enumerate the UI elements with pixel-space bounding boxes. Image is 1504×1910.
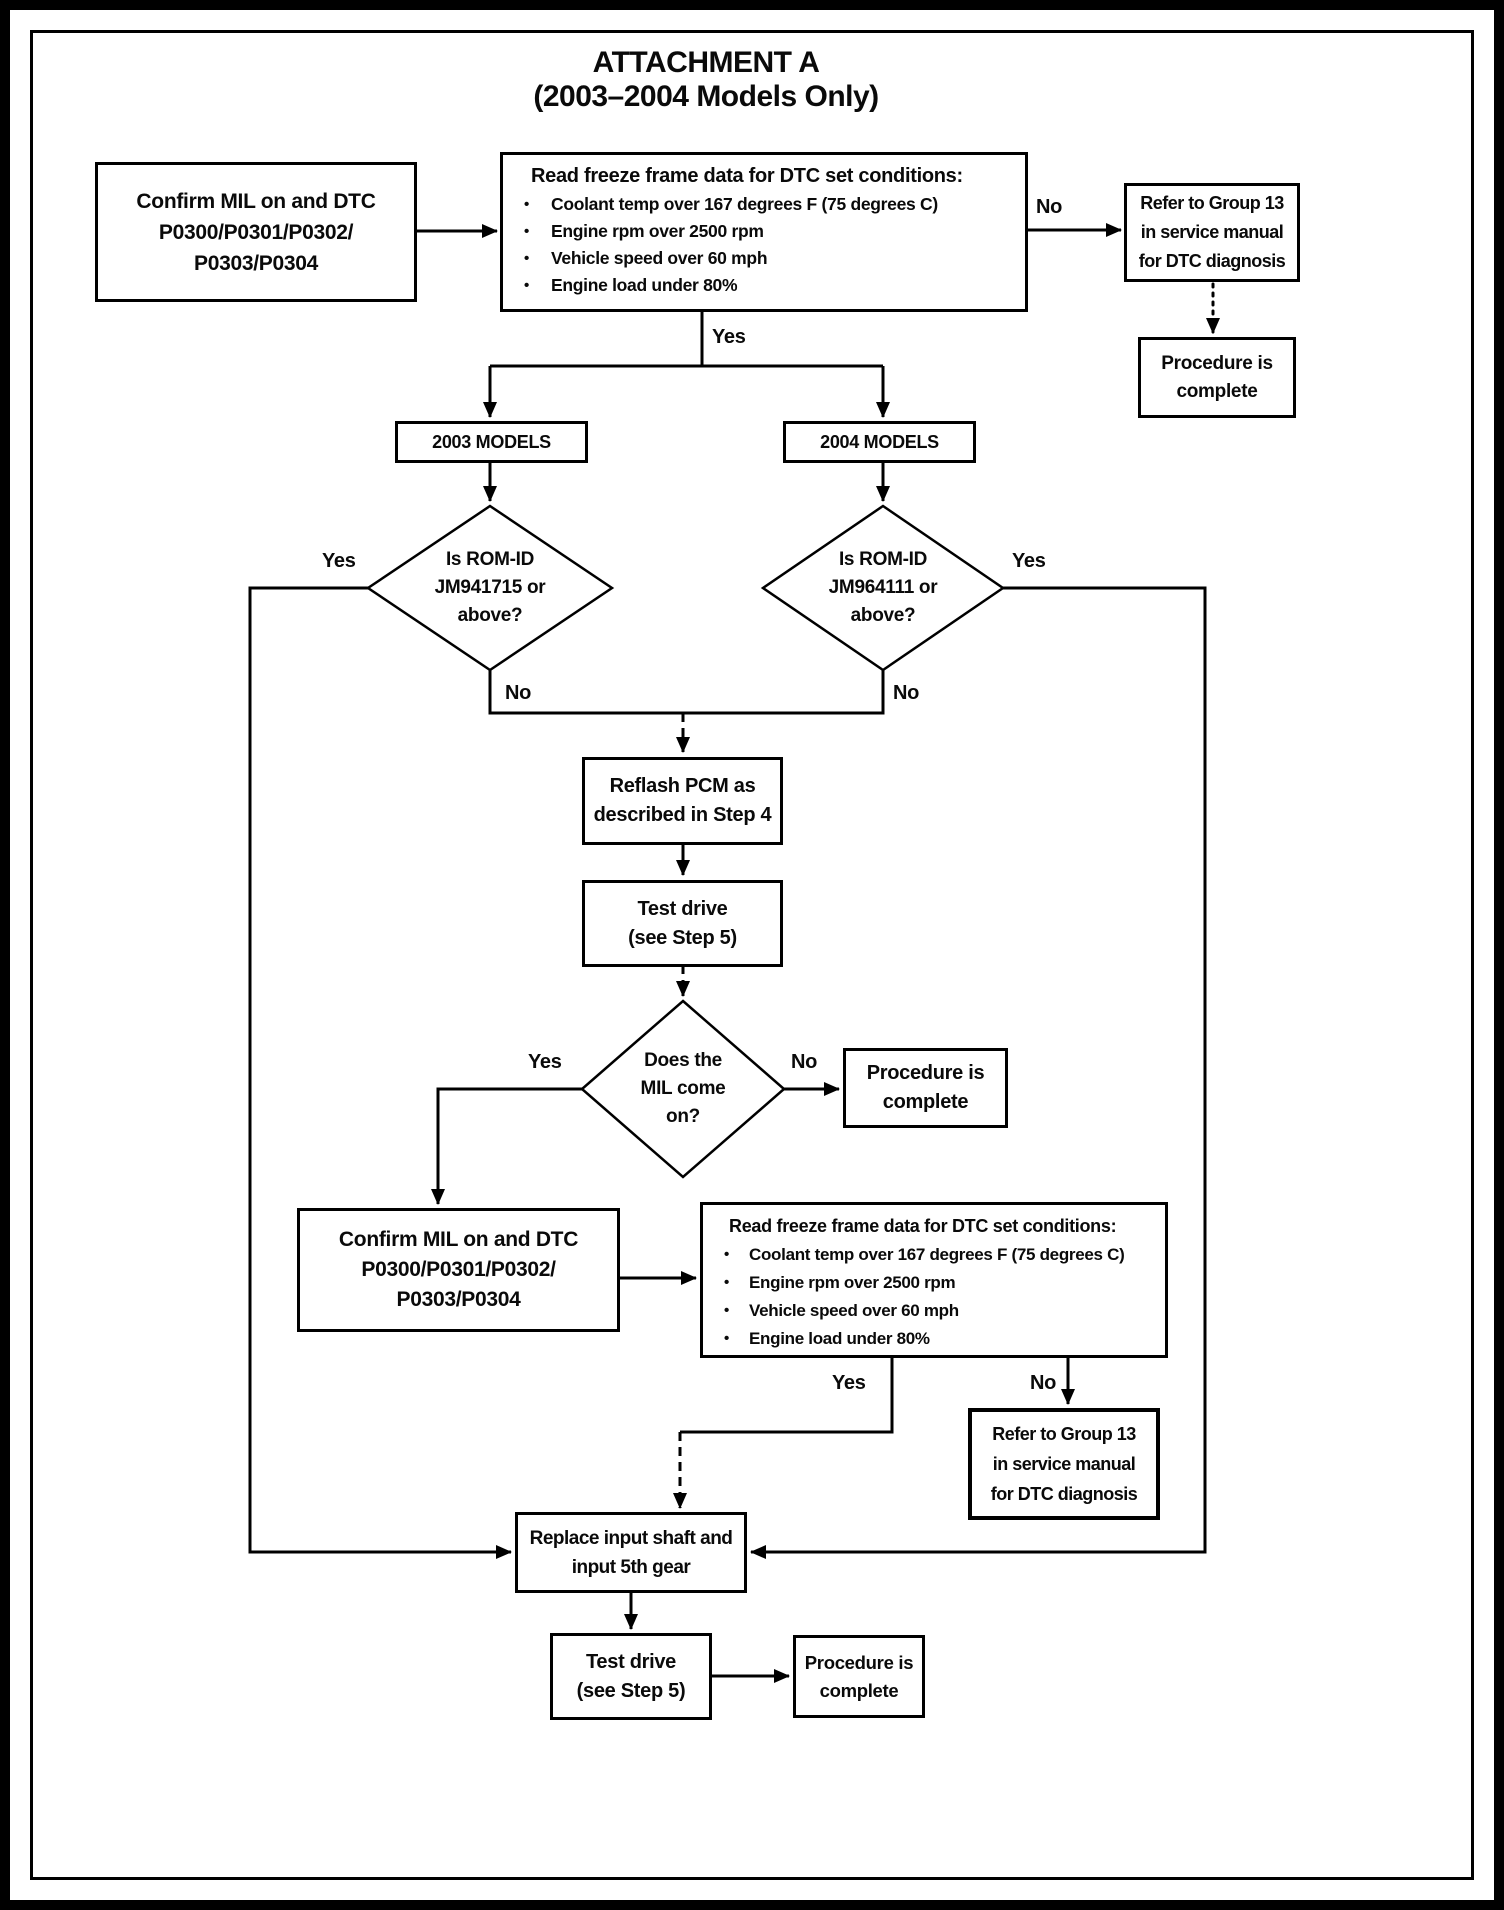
node-text: P0300/P0301/P0302/ — [158, 220, 354, 244]
node-test-drive-2: Test drive (see Step 5) — [550, 1633, 712, 1720]
node-text: (see Step 5) — [628, 926, 737, 949]
decision-mil-come-on: Does the MIL come on? — [593, 1047, 773, 1131]
node-text: P0300/P0301/P0302/ — [361, 1258, 556, 1281]
bullet-icon: • — [724, 1274, 729, 1291]
node-text: Is ROM-ID — [445, 549, 535, 570]
bullet-item: • Engine load under 80% — [503, 272, 1025, 299]
node-procedure-complete-mid: Procedure is complete — [843, 1048, 1008, 1128]
node-test-drive-1: Test drive (see Step 5) — [582, 880, 783, 967]
bullet-text: Engine load under 80% — [551, 275, 738, 295]
node-text: in service manual — [992, 1454, 1136, 1474]
node-text: JM964111 or — [828, 577, 938, 598]
bullet-icon: • — [724, 1246, 729, 1263]
node-text: Test drive — [637, 897, 728, 920]
node-text: 2003 MODELS — [432, 431, 551, 452]
node-text: complete — [819, 1679, 899, 1701]
node-text: Procedure is — [804, 1651, 914, 1673]
bullet-icon: • — [524, 223, 529, 240]
bullet-text: Engine load under 80% — [749, 1329, 930, 1348]
node-procedure-complete-bottom: Procedure is complete — [793, 1635, 925, 1718]
node-text: above? — [850, 605, 916, 626]
node-2003-models: 2003 MODELS — [395, 421, 588, 463]
bullet-text: Vehicle speed over 60 mph — [551, 248, 768, 268]
edge-label-yes-romid-2004: Yes — [1012, 550, 1046, 572]
decision-romid-2004: Is ROM-ID JM964111 or above? — [783, 546, 983, 630]
bullet-icon: • — [524, 250, 529, 267]
node-text: Reflash PCM as — [609, 775, 756, 797]
bullet-icon: • — [524, 277, 529, 294]
node-reflash-pcm: Reflash PCM as described in Step 4 — [582, 757, 783, 845]
bullet-item: • Vehicle speed over 60 mph — [503, 245, 1025, 272]
bullet-item: • Coolant temp over 167 degrees F (75 de… — [503, 191, 1025, 218]
node-text: 2004 MODELS — [820, 431, 939, 452]
bullet-text: Vehicle speed over 60 mph — [749, 1301, 959, 1320]
bullet-item: • Engine rpm over 2500 rpm — [703, 1269, 1165, 1297]
node-refer-group13-2: Refer to Group 13 in service manual for … — [968, 1408, 1160, 1520]
edge-label-no-freeze-2: No — [1030, 1372, 1057, 1394]
node-text: Confirm MIL on and DTC — [136, 189, 376, 213]
edge-label-yes-romid-2003: Yes — [322, 550, 356, 572]
node-confirm-mil-top: Confirm MIL on and DTC P0300/P0301/P0302… — [95, 162, 417, 302]
bullet-icon: • — [524, 196, 529, 213]
edge-label-no-top: No — [1036, 196, 1063, 218]
node-text: in service manual — [1140, 222, 1284, 242]
bullet-item: • Engine rpm over 2500 rpm — [503, 218, 1025, 245]
node-text: input 5th gear — [571, 1556, 691, 1578]
bullet-icon: • — [724, 1302, 729, 1319]
edge-label-no-romid-2003: No — [505, 682, 532, 704]
bullet-text: Engine rpm over 2500 rpm — [749, 1273, 956, 1292]
node-refer-group13-top: Refer to Group 13 in service manual for … — [1124, 183, 1300, 282]
node-replace-input-shaft: Replace input shaft and input 5th gear — [515, 1512, 747, 1593]
node-text: on? — [666, 1106, 700, 1127]
node-freeze-frame-top: Read freeze frame data for DTC set condi… — [500, 152, 1028, 312]
node-text: for DTC diagnosis — [990, 1484, 1138, 1504]
page-title: ATTACHMENT A (2003–2004 Models Only) — [356, 46, 1056, 114]
edge-label-yes-freeze-2: Yes — [832, 1372, 866, 1394]
bullet-text: Coolant temp over 167 degrees F (75 degr… — [749, 1245, 1125, 1264]
node-confirm-mil-2: Confirm MIL on and DTC P0300/P0301/P0302… — [297, 1208, 620, 1332]
page-title-line1: ATTACHMENT A — [592, 46, 820, 79]
node-text: Test drive — [586, 1650, 676, 1673]
node-text: Is ROM-ID — [838, 549, 928, 570]
bullet-text: Engine rpm over 2500 rpm — [551, 221, 764, 241]
bullet-item: • Engine load under 80% — [703, 1325, 1165, 1353]
node-text: P0303/P0304 — [194, 251, 318, 275]
edge-label-no-romid-2004: No — [893, 682, 920, 704]
node-text: for DTC diagnosis — [1138, 251, 1286, 271]
node-text: MIL come — [640, 1078, 726, 1099]
node-text: Refer to Group 13 — [992, 1424, 1136, 1444]
bullet-text: Coolant temp over 167 degrees F (75 degr… — [551, 194, 938, 214]
decision-romid-2003: Is ROM-ID JM941715 or above? — [390, 546, 590, 630]
bullet-item: • Coolant temp over 167 degrees F (75 de… — [703, 1241, 1165, 1269]
node-text: complete — [1176, 380, 1258, 402]
edge-label-yes-mil: Yes — [528, 1051, 562, 1073]
bullet-icon: • — [724, 1330, 729, 1347]
node-text: (see Step 5) — [576, 1679, 686, 1702]
page-title-line2: (2003–2004 Models Only) — [533, 80, 879, 113]
node-text: Confirm MIL on and DTC — [338, 1228, 579, 1251]
node-text: Procedure is — [1161, 352, 1273, 374]
edge-label-yes-freeze-top: Yes — [712, 326, 746, 348]
node-text: P0303/P0304 — [396, 1288, 521, 1311]
node-text: Refer to Group 13 — [1140, 193, 1284, 213]
node-text: Replace input shaft and — [529, 1527, 733, 1549]
edge-label-no-mil: No — [791, 1051, 818, 1073]
node-2004-models: 2004 MODELS — [783, 421, 976, 463]
node-text: above? — [457, 605, 523, 626]
node-freeze-frame-2: Read freeze frame data for DTC set condi… — [700, 1202, 1168, 1358]
node-text: Does the — [644, 1050, 722, 1071]
bullet-item: • Vehicle speed over 60 mph — [703, 1297, 1165, 1325]
node-title: Read freeze frame data for DTC set condi… — [729, 1216, 1117, 1236]
node-text: Procedure is — [866, 1062, 985, 1084]
node-procedure-complete-top: Procedure is complete — [1138, 337, 1296, 418]
node-text: JM941715 or — [434, 577, 546, 598]
node-text: complete — [882, 1091, 969, 1113]
node-text: described in Step 4 — [593, 804, 772, 826]
node-title: Read freeze frame data for DTC set condi… — [531, 165, 963, 187]
